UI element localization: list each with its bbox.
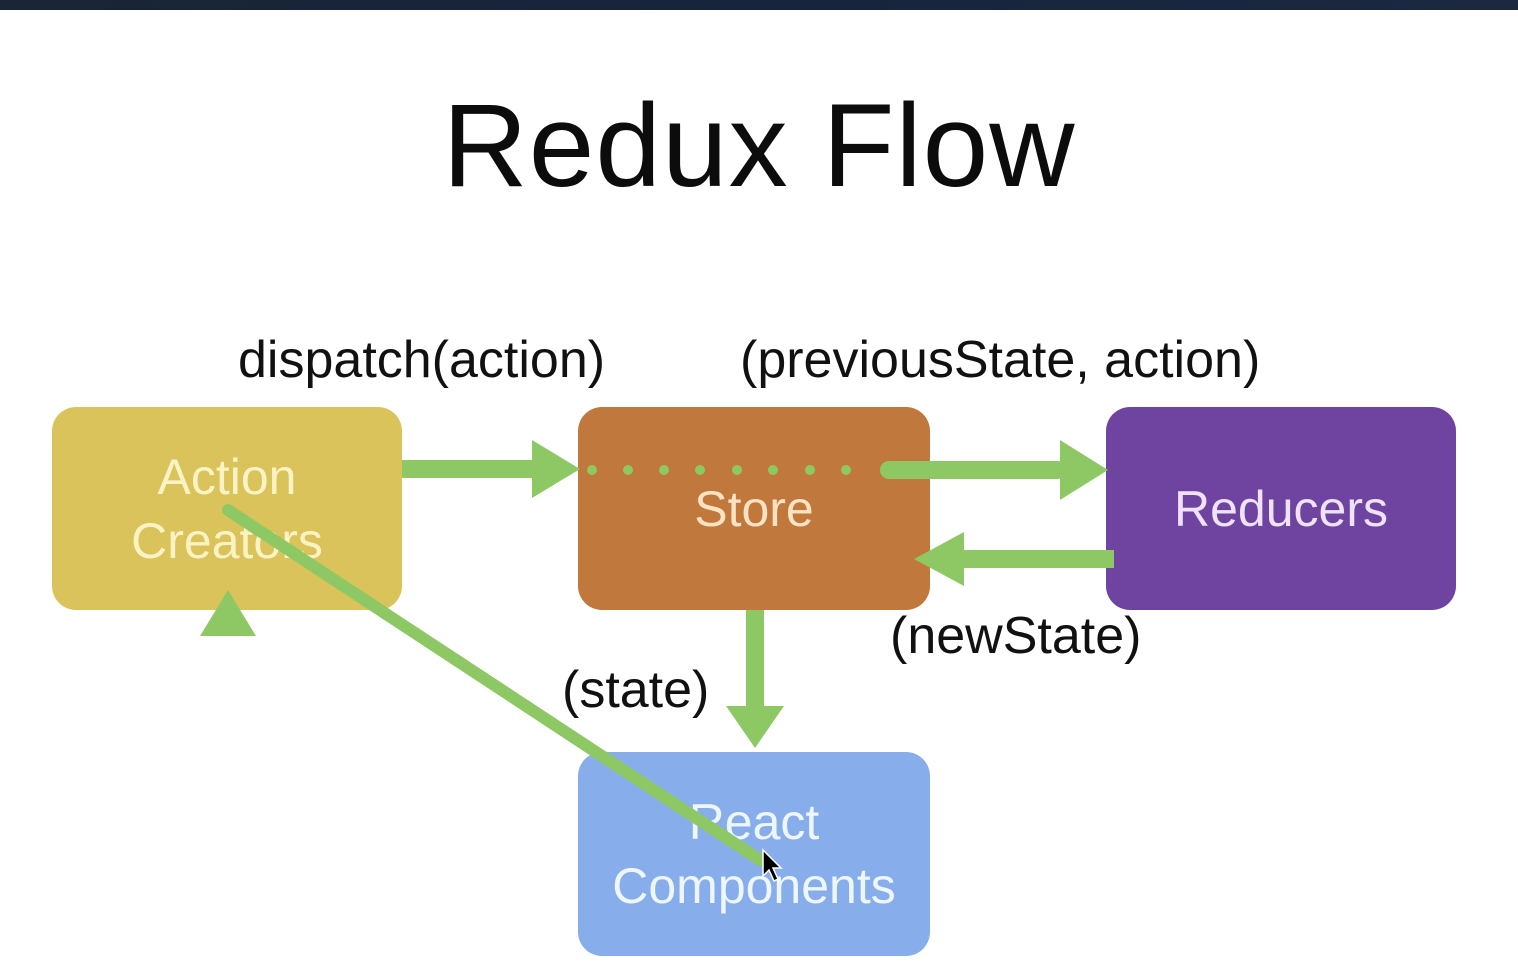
edge-label-state: (state) [562,661,710,719]
edge-label-dispatch: dispatch(action) [238,331,606,389]
edge-label-previous-state: (previousState, action) [740,331,1261,389]
window-top-bar [0,0,1518,10]
node-action-creators-line1: Action [157,448,297,505]
arrow-new-state [914,532,1114,586]
node-store-label: Store [694,480,814,537]
node-reducers: Reducers [1106,407,1456,610]
mouse-cursor-icon [762,848,783,883]
node-store: Store [578,407,930,610]
arrow-store-dotted-passthrough [587,465,851,475]
arrow-react-to-action-creators [200,504,766,866]
arrow-state [726,610,784,748]
node-react-components-line2: Components [612,858,896,914]
arrow-to-reducers [880,440,1108,500]
node-reducers-label: Reducers [1174,480,1388,537]
edge-label-new-state: (newState) [890,607,1142,665]
diagram-title: Redux Flow [442,80,1076,212]
arrow-dispatch [402,440,580,498]
node-action-creators-line2: Creators [131,512,323,569]
